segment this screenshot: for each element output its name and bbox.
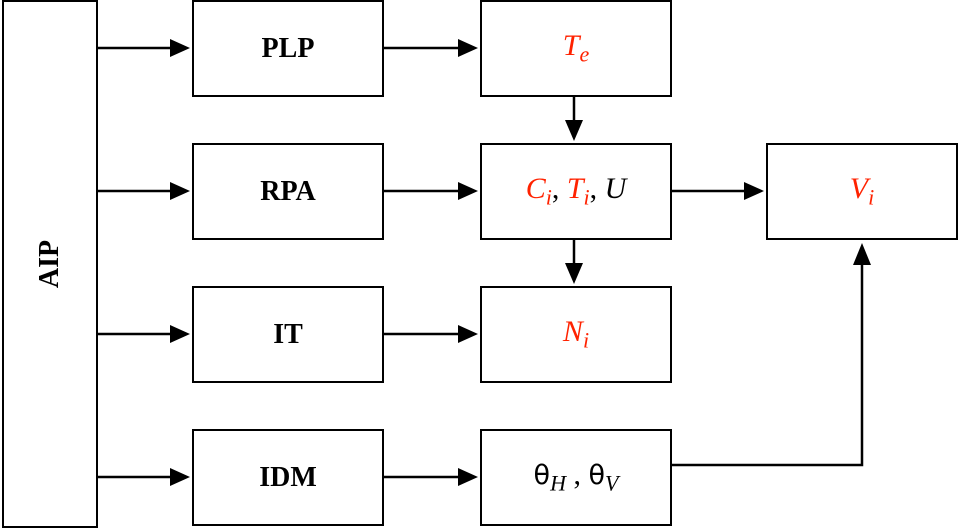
arrowhead (170, 325, 190, 343)
ni-base: N (562, 315, 583, 349)
plp-box: PLP (192, 0, 384, 97)
arrowhead (458, 182, 478, 200)
ctu-box: Ci, Ti, U (480, 143, 672, 240)
theta-v-sub: V (605, 470, 619, 496)
it-box: IT (192, 286, 384, 383)
edge-theta-vi (672, 265, 864, 467)
ni-sub: i (582, 327, 590, 353)
arrowhead (458, 325, 478, 343)
theta-box: θH , θV (480, 429, 672, 526)
theta-v-base: θ (588, 460, 605, 492)
t-sub: i (583, 184, 590, 210)
c-sub: i (545, 184, 552, 210)
arrowhead (565, 120, 583, 141)
ctu-sep1: , (551, 172, 567, 206)
ctu-formula: Ci, Ti, U (526, 172, 627, 211)
t-base: T (566, 172, 584, 206)
vi-box: Vi (766, 143, 958, 240)
theta-h-sub: H (550, 470, 566, 496)
rpa-label: RPA (260, 175, 316, 207)
arrowhead (744, 182, 764, 200)
aip-label: AIP (34, 239, 65, 289)
theta-h-base: θ (533, 460, 551, 492)
te-base: T (562, 29, 580, 63)
theta-formula: θH , θV (534, 458, 619, 497)
ni-formula: Ni (563, 315, 589, 354)
plp-label: PLP (261, 32, 315, 64)
te-formula: Te (563, 29, 589, 68)
arrowhead (170, 182, 190, 200)
te-box: Te (480, 0, 672, 97)
arrowhead (170, 39, 190, 57)
ctu-sep2: , (589, 172, 605, 206)
it-label: IT (273, 318, 303, 350)
arrowhead (565, 263, 583, 284)
idm-box: IDM (192, 429, 384, 526)
rpa-box: RPA (192, 143, 384, 240)
arrowhead (458, 468, 478, 486)
te-sub: e (579, 41, 590, 67)
theta-sep: , (565, 458, 589, 492)
idm-label: IDM (259, 461, 317, 493)
arrowhead (853, 243, 871, 265)
c-base: C (525, 172, 546, 206)
ni-box: Ni (480, 286, 672, 383)
vi-formula: Vi (850, 172, 874, 211)
vi-sub: i (868, 184, 875, 210)
vi-base: V (849, 172, 869, 206)
aip-box: AIP (2, 0, 98, 528)
arrowhead (458, 39, 478, 57)
arrowhead (170, 468, 190, 486)
u-var: U (604, 172, 627, 206)
